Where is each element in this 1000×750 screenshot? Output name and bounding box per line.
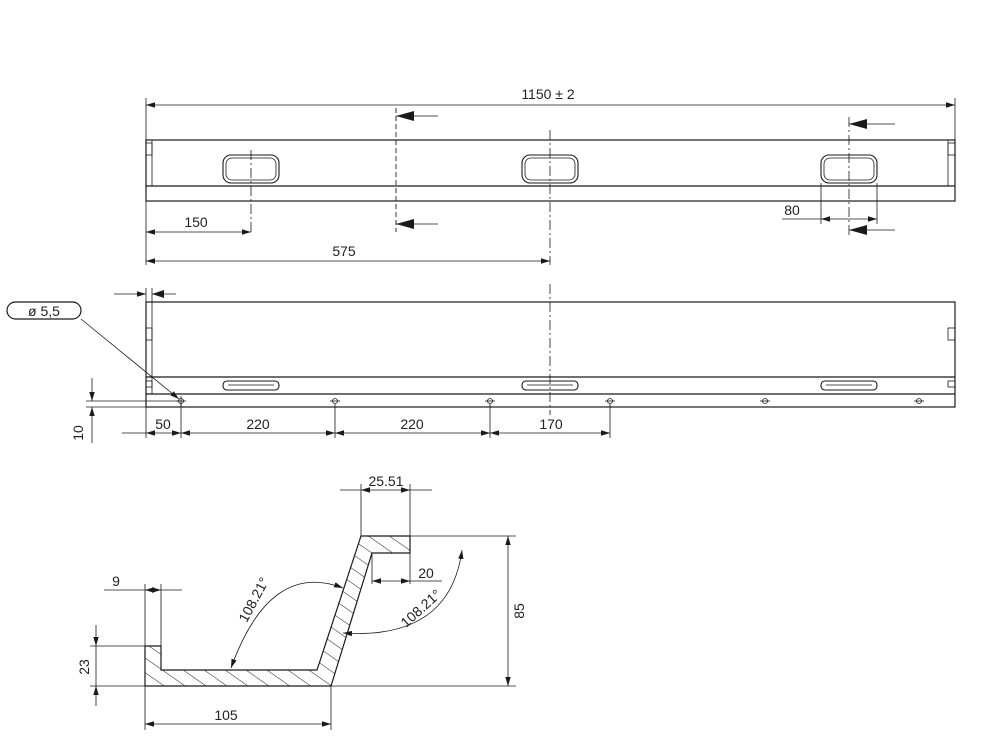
dim-10: 10	[70, 425, 86, 441]
angle-left-label: 108.21°	[235, 575, 272, 625]
dim-170: 170	[539, 416, 563, 432]
front-slot-left	[222, 380, 280, 391]
dim-575: 575	[332, 243, 356, 259]
dim-9: 9	[112, 573, 120, 589]
dim-50: 50	[155, 416, 171, 432]
dim-220-second: 220	[400, 416, 424, 432]
front-view: ø 5,5 10 50 220 220 170	[6, 284, 956, 443]
angle-arc-right	[342, 549, 464, 637]
holes	[176, 396, 924, 406]
dim-20: 20	[418, 565, 434, 581]
dim-25-51: 25.51	[368, 473, 403, 489]
angle-right-label: 108.21°	[397, 586, 444, 630]
angle-arc-left	[230, 581, 344, 669]
dim-overall-length: 1150 ± 2	[521, 86, 575, 102]
leader-line	[80, 318, 180, 400]
dim-220-first: 220	[246, 416, 270, 432]
top-view-outline	[145, 139, 956, 202]
hole-diameter-callout	[6, 301, 82, 320]
profile-hatched-section	[144, 535, 411, 687]
front-view-outline	[145, 301, 956, 408]
front-slot-right	[820, 380, 878, 391]
dim-23: 23	[76, 659, 92, 675]
dim-105: 105	[214, 707, 238, 723]
hole-diameter-label: ø 5,5	[28, 303, 60, 319]
dim-150: 150	[184, 214, 208, 230]
top-view: 1150 ± 2 150 575 80	[145, 86, 956, 265]
dim-85: 85	[511, 603, 527, 619]
profile-section: 25.51 20 85 9 23 105 108.21°	[76, 473, 527, 730]
dim-80: 80	[784, 202, 800, 218]
